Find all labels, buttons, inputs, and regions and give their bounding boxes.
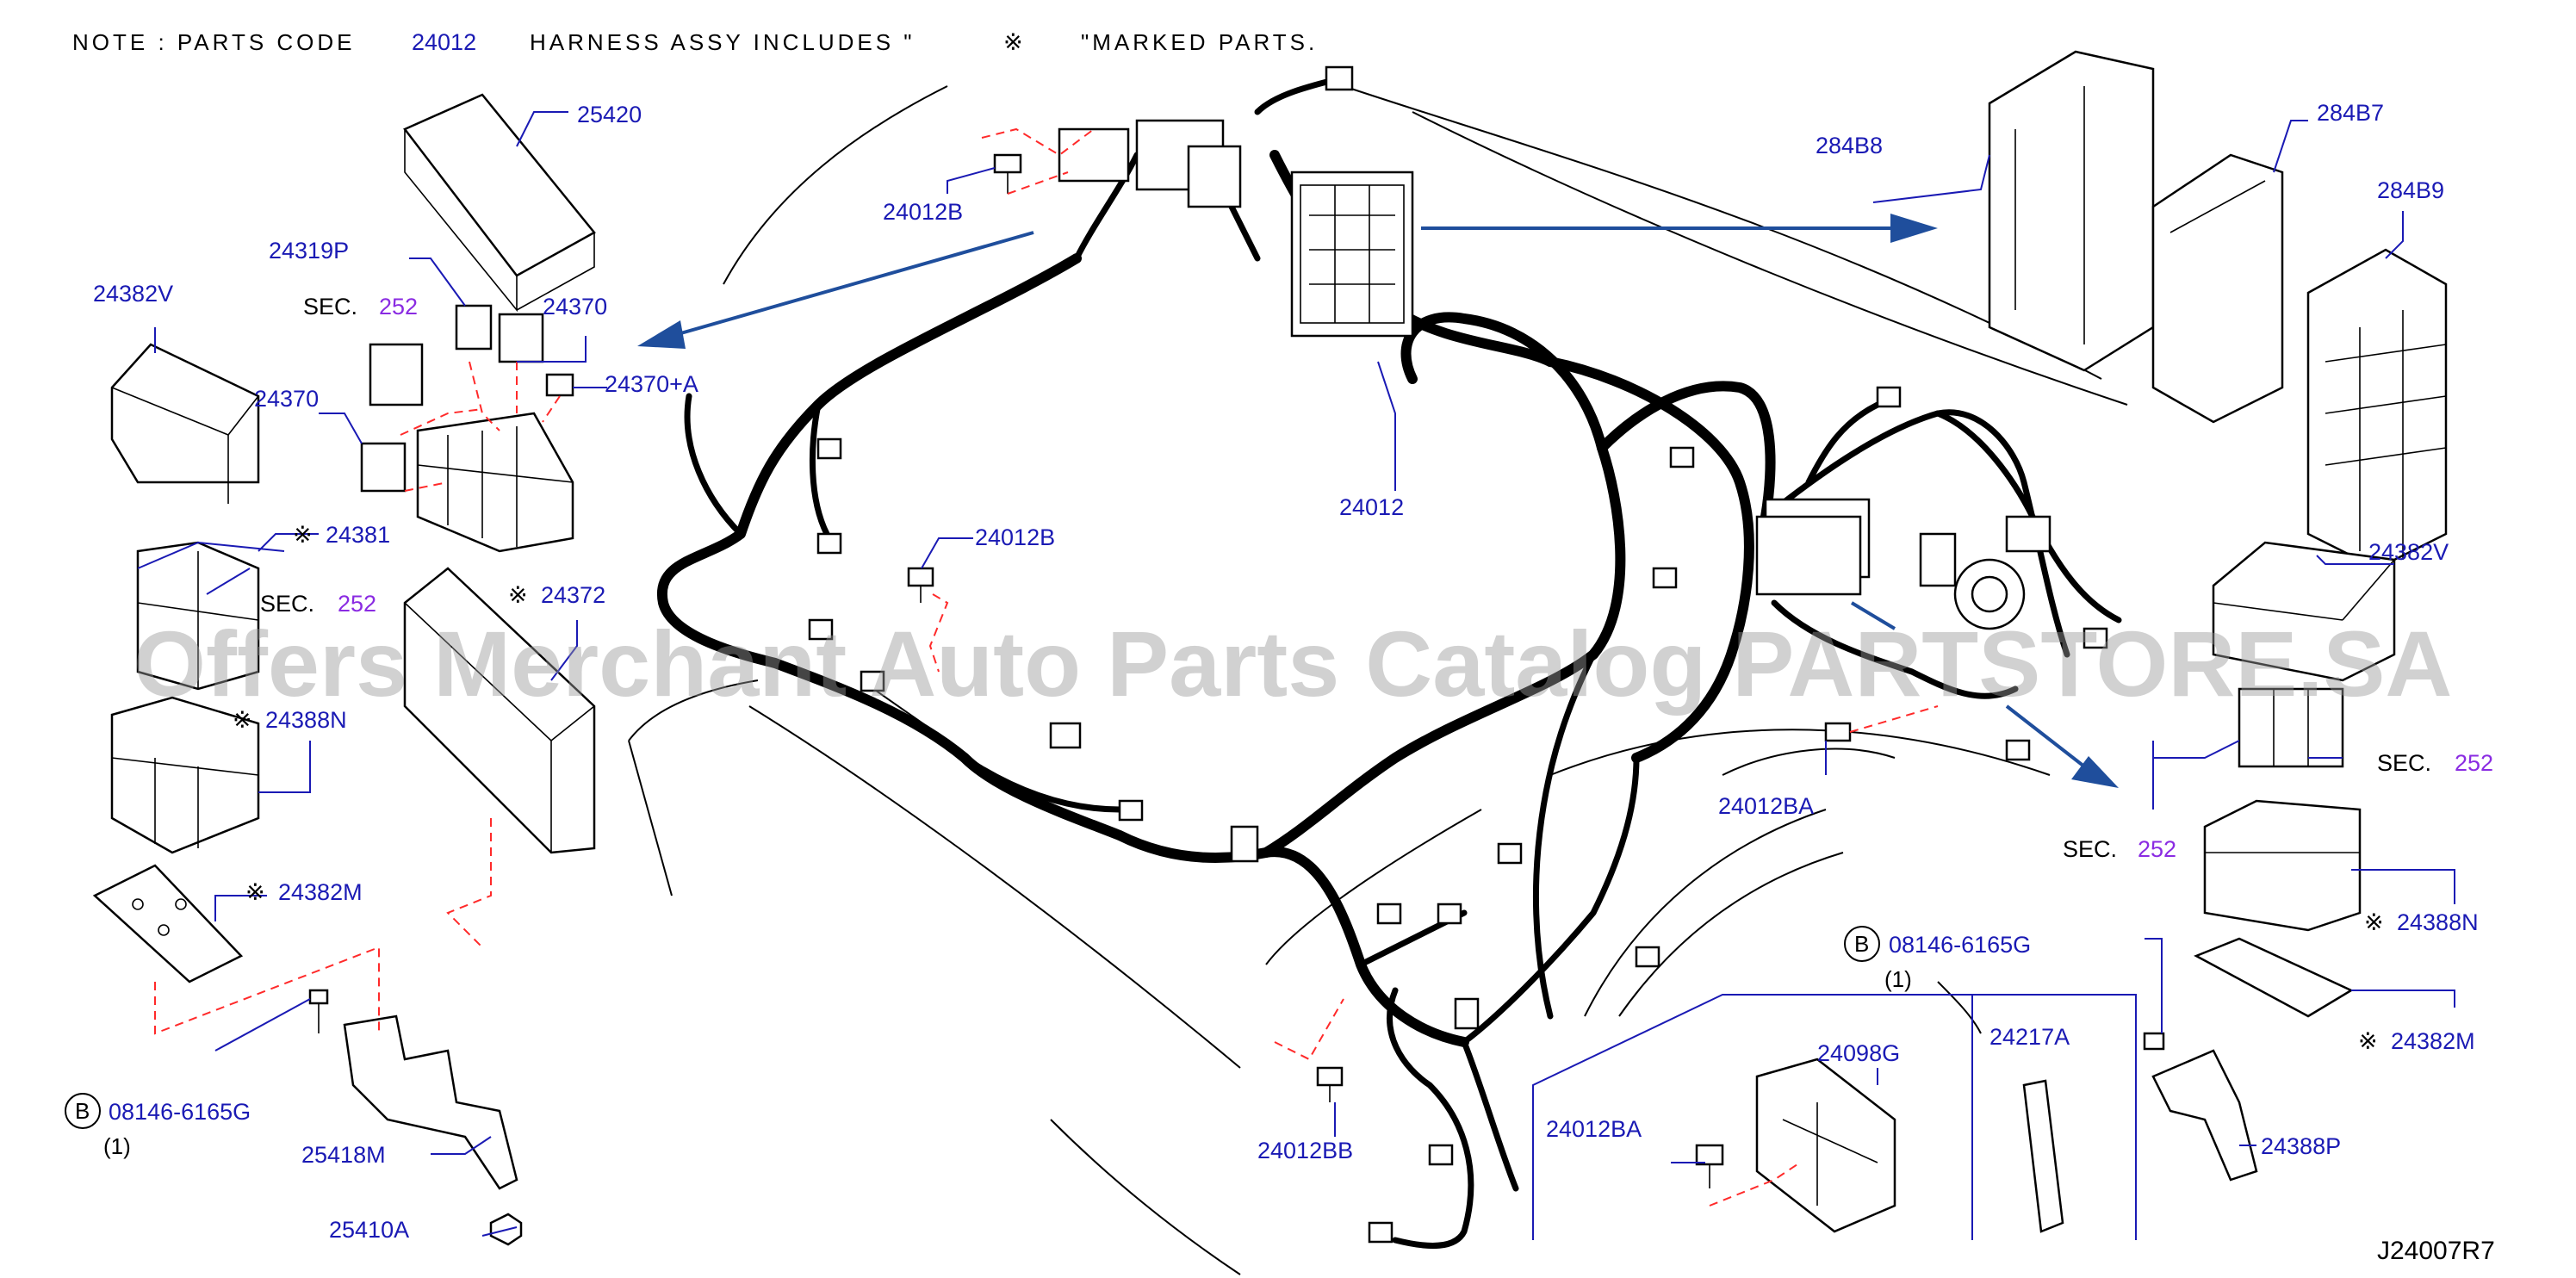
sec-label-right-low: SEC. xyxy=(2063,836,2117,862)
note-middle: HARNESS ASSY INCLUDES " xyxy=(530,29,916,55)
label-25410A: 25410A xyxy=(329,1217,409,1243)
bottom-box-parts xyxy=(1695,1058,2064,1233)
label-24370A: 24370+A xyxy=(605,371,698,397)
label-24388N-right: 24388N xyxy=(2397,909,2479,935)
label-08146-left: 08146-6165G xyxy=(109,1099,251,1125)
label-24012B-top: 24012B xyxy=(883,199,963,225)
label-24319P: 24319P xyxy=(269,238,349,264)
center-ipdm-box xyxy=(1290,171,1414,338)
label-284B9: 284B9 xyxy=(2377,177,2444,203)
sec-label-right-mid: SEC. xyxy=(2377,750,2431,776)
note-prefix: NOTE : PARTS CODE xyxy=(72,29,356,55)
label-284B7: 284B7 xyxy=(2317,100,2384,126)
watermark-text: Offers Merchant Auto Parts Catalog PARTS… xyxy=(133,611,2452,716)
mark-24382M-left: ※ xyxy=(245,879,265,906)
center-callouts: 24012B 24012B 24012 24012BA 24012BB xyxy=(883,199,1814,1163)
label-25418M: 25418M xyxy=(301,1142,386,1168)
label-284B8: 284B8 xyxy=(1816,133,1883,158)
label-08146-right: 08146-6165G xyxy=(1889,932,2031,958)
label-24370-left: 24370 xyxy=(254,386,319,412)
sec-number-left-mid: 252 xyxy=(338,591,376,617)
bolt-circle-left xyxy=(65,1093,101,1129)
leader-lines xyxy=(137,111,2455,1237)
mark-24381: ※ xyxy=(293,522,313,549)
label-24012B-mid: 24012B xyxy=(975,524,1055,550)
label-24382M-right: 24382M xyxy=(2391,1028,2475,1054)
left-parts xyxy=(92,93,1852,1246)
detail-box xyxy=(1532,994,2137,1240)
diagram-id: J24007R7 xyxy=(2377,1237,2495,1265)
label-24012: 24012 xyxy=(1339,494,1404,520)
sec-number-right-mid: 252 xyxy=(2455,750,2493,776)
label-24382V-left: 24382V xyxy=(93,281,173,307)
label-24382M-left: 24382M xyxy=(278,879,363,905)
label-24012BA-mid: 24012BA xyxy=(1718,793,1814,819)
sec-number-left-top: 252 xyxy=(379,294,418,320)
left-callouts: 25420 24319P SEC. 252 24382V 24370 24370… xyxy=(65,102,698,1243)
label-24382V-right: 24382V xyxy=(2368,539,2449,565)
detail-callouts: B 08146-6165G (1) 24098G 24217A 24012BA xyxy=(1546,926,2070,1142)
direction-arrows xyxy=(637,214,2119,788)
label-24388P: 24388P xyxy=(2261,1133,2341,1159)
label-24370-top: 24370 xyxy=(543,294,607,320)
sec-number-right-low: 252 xyxy=(2138,836,2176,862)
label-24098G: 24098G xyxy=(1817,1040,1900,1066)
label-24388N-left: 24388N xyxy=(265,707,347,733)
sec-label-left-top: SEC. xyxy=(303,294,357,320)
label-24012BA-box: 24012BA xyxy=(1546,1116,1642,1142)
label-24012BB: 24012BB xyxy=(1257,1138,1353,1163)
qty-left: (1) xyxy=(103,1133,131,1159)
label-24372: 24372 xyxy=(541,582,605,608)
harness-connectors xyxy=(808,65,2108,1244)
label-24381: 24381 xyxy=(326,522,390,548)
bolt-circle-letter-right: B xyxy=(1854,931,1869,957)
right-top-modules xyxy=(1988,50,2448,570)
note-suffix: "MARKED PARTS. xyxy=(1081,29,1318,55)
mark-24382M-right: ※ xyxy=(2358,1028,2378,1055)
bolt-circle-right xyxy=(1844,926,1880,962)
note-line: NOTE : PARTS CODE 24012 HARNESS ASSY INC… xyxy=(72,29,1318,56)
label-25420: 25420 xyxy=(577,102,642,127)
dashed-guides xyxy=(154,127,1939,1207)
right-lower-parts xyxy=(2143,541,2396,1182)
mark-24372: ※ xyxy=(508,582,528,609)
qty-right: (1) xyxy=(1884,966,1912,992)
note-mark: ※ xyxy=(1003,29,1023,56)
bolt-circle-letter-left: B xyxy=(75,1098,90,1124)
label-24217A: 24217A xyxy=(1989,1024,2070,1050)
note-code: 24012 xyxy=(412,29,476,55)
mark-24388N-left: ※ xyxy=(233,707,252,734)
right-callouts: 284B8 284B7 284B9 24382V SEC. 252 SEC. 2… xyxy=(1816,100,2493,1159)
mark-24388N-right: ※ xyxy=(2364,909,2384,936)
sec-label-left-mid: SEC. xyxy=(260,591,314,617)
